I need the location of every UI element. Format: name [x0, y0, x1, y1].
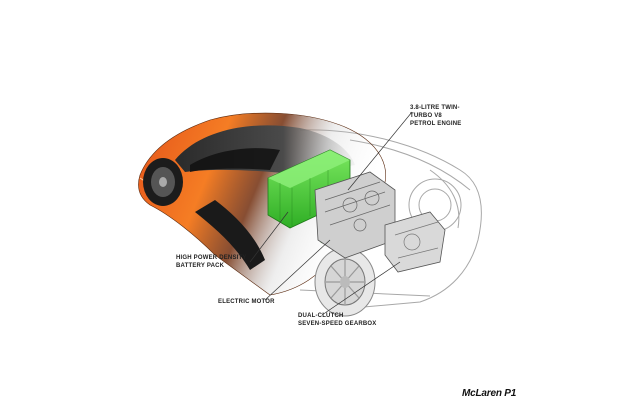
engine-label-line: PETROL ENGINE [410, 121, 462, 127]
battery-label: HIGH POWER DENSITY BATTERY PACK [176, 254, 247, 270]
mclaren-p1-logo: McLaren P1 [462, 388, 517, 399]
engine-label-line: TURBO V8 [410, 113, 442, 119]
front-wheel [143, 158, 183, 206]
rear-wheel [314, 247, 376, 317]
engine-label: 3.8-LITRE TWIN- TURBO V8 PETROL ENGINE [410, 104, 462, 128]
motor-label-line: ELECTRIC MOTOR [218, 299, 275, 305]
v8-engine [314, 171, 396, 259]
motor-label: ELECTRIC MOTOR [218, 298, 275, 306]
gearbox-label-line: SEVEN-SPEED GEARBOX [298, 321, 377, 327]
leader-lines [249, 111, 413, 316]
gearbox [384, 211, 446, 273]
gearbox-label-line: DUAL-CLUTCH [298, 313, 344, 319]
gearbox-label: DUAL-CLUTCH SEVEN-SPEED GEARBOX [298, 312, 376, 328]
battery-label-line: BATTERY PACK [176, 263, 225, 269]
engine-label-line: 3.8-LITRE TWIN- [410, 105, 460, 111]
battery-label-line: HIGH POWER DENSITY [176, 255, 247, 261]
